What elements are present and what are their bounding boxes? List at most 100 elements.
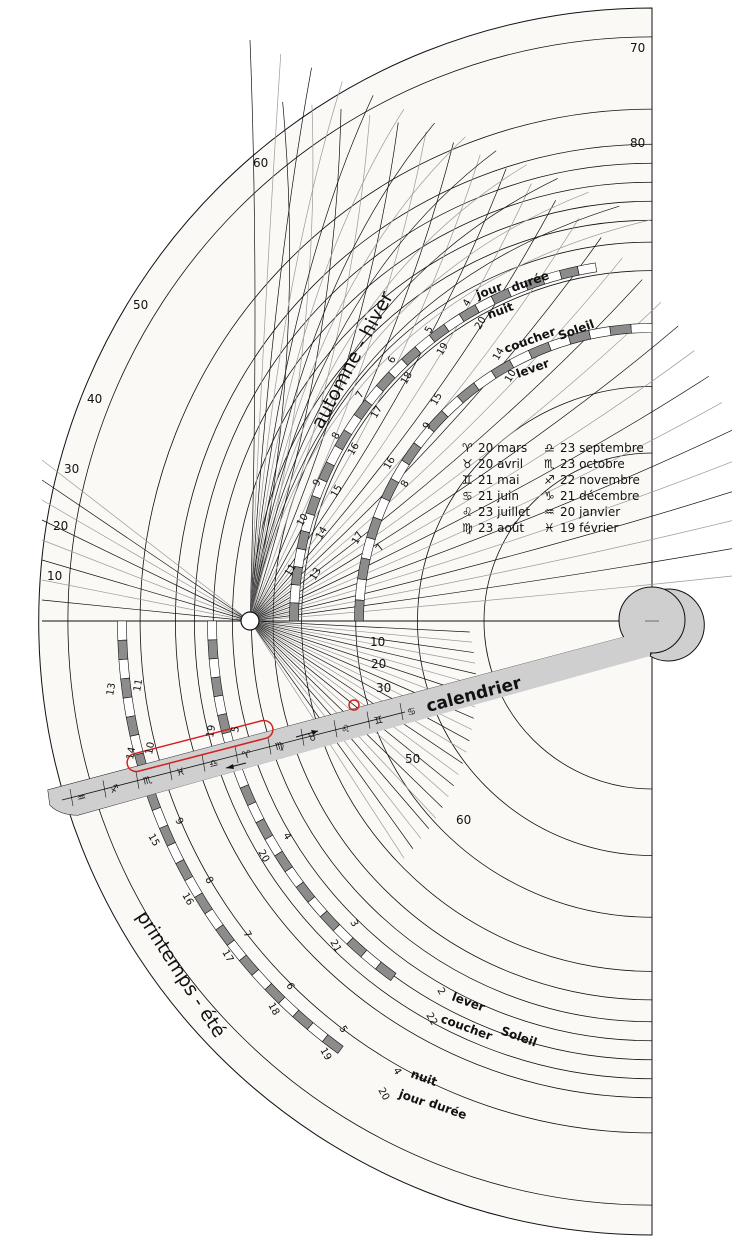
band-upper-day: [289, 602, 300, 622]
upper-sunrise-hour: 9: [421, 420, 434, 431]
ray-upper-right: [249, 39, 256, 622]
ruler-zodiac-symbol: ♋: [406, 706, 417, 719]
legend-item: ♋21 juin: [462, 489, 519, 503]
ray-upper: [249, 575, 732, 622]
ruler-tick: [69, 788, 74, 807]
lower-night-hour: 9: [172, 816, 185, 827]
ruler-cells: ♒♐♏♓♎♈♍♉♌♊♋: [69, 702, 417, 807]
upper-day-hour: 8: [330, 430, 343, 441]
ruler-zodiac-symbol: ♓: [175, 766, 186, 779]
hub-circle: [240, 611, 260, 631]
zodiac-legend: ♈20 mars♉20 avril♊21 mai♋21 juin♌23 juil…: [462, 441, 644, 535]
legend-date: 23 octobre: [560, 457, 625, 471]
highlight-markers: [126, 699, 360, 773]
arc-ring: [231, 200, 653, 1042]
legend-date: 22 novembre: [560, 473, 640, 487]
scale-left: 10 20 30 40 50 60 70 80 10 20 30 50 60: [47, 41, 645, 827]
legend-item: ♍23 août: [462, 521, 524, 535]
ruler-tick: [366, 711, 371, 729]
ray-upper: [249, 279, 643, 622]
strip-hour-mark: 10: [144, 741, 157, 755]
band-lower-night: [118, 658, 130, 680]
ray-upper: [249, 375, 709, 622]
ray-upper-right: [249, 109, 405, 622]
legend-date: 21 mai: [478, 473, 519, 487]
ray-left: [41, 599, 251, 622]
ray-upper-right: [249, 136, 466, 622]
band-upper-sun: [354, 599, 365, 622]
legend-date: 20 mars: [478, 441, 527, 455]
ray-upper-right: [249, 219, 651, 622]
ray-upper-right: [249, 191, 589, 622]
band-lower-night: [117, 639, 129, 661]
ruler-tick: [102, 780, 107, 798]
ray-upper-right: [249, 164, 528, 622]
arc-ring: [417, 386, 653, 856]
ray-left: [41, 519, 251, 622]
ray-upper: [249, 237, 602, 622]
band-lower-night: [117, 620, 128, 641]
scale-right-70: 70: [630, 41, 645, 55]
arc-ring: [174, 143, 653, 1099]
lower-sunrise-hour: 4: [280, 831, 293, 842]
zodiac-symbol-icon: ♒: [544, 505, 555, 519]
legend-date: 19 février: [560, 521, 618, 535]
lower-night-hour: 6: [283, 981, 296, 992]
band-upper-day: [289, 584, 301, 604]
scale-center-10: 10: [370, 635, 385, 649]
ray-upper: [249, 131, 427, 622]
ruler-tick: [399, 702, 404, 721]
ruler-zodiac-symbol: ♏: [142, 775, 153, 788]
ray-upper-right: [249, 150, 497, 622]
ruler-zodiac-symbol: ♍: [274, 740, 285, 753]
ray-upper: [249, 461, 732, 622]
band-lower-sun: [207, 639, 219, 660]
lower-sunrise-hour: 3: [347, 918, 360, 929]
arc-ring: [139, 108, 653, 1134]
ray-lower: [249, 620, 474, 653]
arc-ring: [483, 452, 653, 790]
legend-item: ♓19 février: [544, 521, 618, 535]
ruler-tick: [168, 763, 173, 781]
band-lower-night: [321, 1034, 344, 1054]
legend-item: ♊21 mai: [462, 473, 519, 487]
lower-night-hour: 5: [336, 1024, 349, 1035]
ray-lower: [249, 620, 473, 643]
ray-upper: [249, 402, 723, 622]
legend-item: ♈20 mars: [462, 441, 527, 455]
strip-hour: 11: [132, 678, 145, 692]
ray-lower: [249, 620, 470, 742]
ray-lower: [249, 620, 463, 764]
ruler-tick: [267, 737, 272, 755]
ray-upper: [249, 109, 342, 622]
band-upper-sun: [609, 323, 632, 336]
zodiac-symbol-icon: ♌: [462, 505, 473, 519]
scale-left-40: 40: [87, 392, 102, 406]
ray-lower: [249, 620, 467, 753]
scale-left-30: 30: [64, 462, 79, 476]
ray-upper: [249, 302, 662, 622]
arc-ring: [193, 162, 653, 1080]
scale-left-60: 60: [253, 156, 268, 170]
upper-sunrise-hour: 8: [399, 478, 412, 489]
ray-upper: [249, 257, 623, 622]
legend-item: ♏23 octobre: [544, 457, 625, 471]
ray-lower: [249, 620, 477, 697]
ray-upper: [249, 548, 732, 622]
highlight-oval: [126, 719, 274, 773]
legend-date: 20 avril: [478, 457, 523, 471]
legend-item: ♒20 janvier: [544, 505, 620, 519]
strip-hour: 13: [105, 682, 118, 696]
upper-sunrise-hour: 7: [374, 542, 387, 553]
ruler-zodiac-symbol: ♒: [76, 792, 87, 805]
calendar-ruler[interactable]: ♒♐♏♓♎♈♍♉♌♊♋ calendrier: [47, 586, 705, 816]
ray-left: [41, 559, 251, 622]
ray-lower: [249, 620, 470, 633]
legend-item: ♌23 juillet: [462, 505, 530, 519]
ruler-tick: [234, 745, 239, 764]
scale-center-60: 60: [456, 813, 471, 827]
upper-day-hour: 4: [461, 297, 474, 308]
hour-bands: [117, 262, 653, 1054]
zodiac-symbol-icon: ♋: [462, 489, 473, 503]
